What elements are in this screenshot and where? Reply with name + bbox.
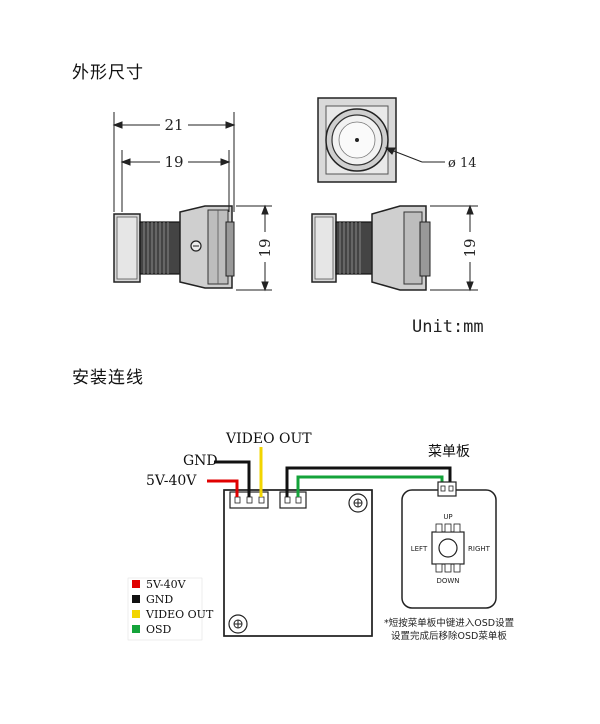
legend-label-power: 5V-40V — [146, 578, 187, 591]
joystick-up-label: UP — [443, 513, 452, 521]
osd-note-line1: *短按菜单板中键进入OSD设置 — [384, 617, 514, 629]
legend-label-video: VIDEO OUT — [145, 608, 214, 621]
label-power: 5V-40V — [146, 473, 197, 489]
wire-osd-green — [296, 475, 444, 497]
lens-diameter-leader — [384, 147, 445, 163]
dim-overall-length: 21 — [164, 116, 183, 134]
wire-osd-black — [285, 466, 452, 497]
power-video-connector — [229, 491, 269, 509]
menu-board — [401, 481, 497, 609]
dim-back-height: 19 — [461, 238, 479, 257]
legend-swatch-osd — [132, 625, 140, 633]
dim-body-length: 19 — [164, 153, 183, 171]
legend-label-osd: OSD — [146, 623, 172, 636]
legend-swatch-power — [132, 580, 140, 588]
legend-swatch-gnd — [132, 595, 140, 603]
rear-view-camera — [311, 205, 431, 291]
joystick-left-label: LEFT — [411, 545, 428, 553]
joystick-right-label: RIGHT — [468, 545, 491, 553]
front-view-camera — [317, 97, 397, 183]
wiring-heading: 安装连线 — [72, 368, 144, 388]
dim-side-height-line — [236, 204, 272, 292]
camera-board — [223, 489, 373, 637]
side-view-camera — [113, 205, 235, 289]
dim-19-line — [120, 150, 231, 212]
wire-legend: 5V-40V GND VIDEO OUT OSD — [127, 577, 214, 641]
legend-swatch-video — [132, 610, 140, 618]
osd-note-line2: 设置完成后移除OSD菜单板 — [391, 630, 507, 642]
wire-power — [207, 479, 239, 497]
dim-side-height: 19 — [256, 238, 274, 257]
wire-gnd — [214, 460, 251, 497]
joystick-down-label: DOWN — [436, 577, 459, 585]
dimensions-heading: 外形尺寸 — [72, 63, 144, 83]
label-menu-board: 菜单板 — [428, 444, 470, 460]
legend-label-gnd: GND — [146, 593, 173, 606]
unit-label: Unit:mm — [412, 317, 484, 337]
label-gnd: GND — [183, 453, 218, 469]
dim-back-height-line — [430, 204, 478, 292]
label-video-out: VIDEO OUT — [225, 431, 312, 447]
dim-lens-diameter: ø 14 — [448, 156, 477, 171]
dim-21-line — [112, 112, 236, 212]
osd-connector — [279, 491, 307, 509]
